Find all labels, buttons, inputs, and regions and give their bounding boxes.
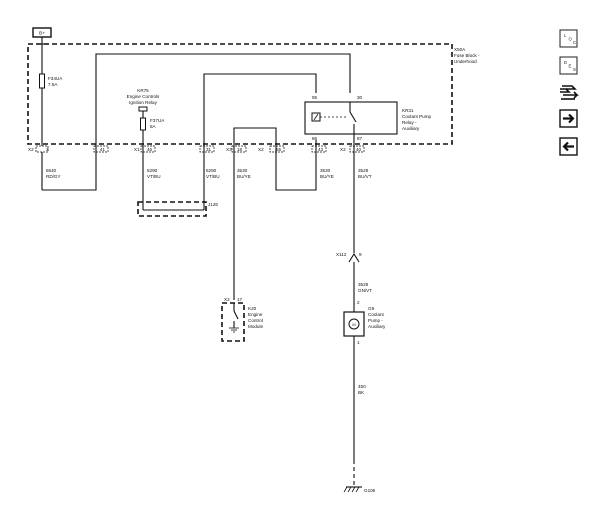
conn-c3: X1	[134, 147, 140, 152]
relay-kr75: KR75 Engine Controls Ignition Relay F37U…	[127, 88, 165, 131]
w2-color: VT/BU	[147, 174, 161, 179]
fuse-block-connectors: X2 3 41 X1 45 31 X3 18 X2 55 43 X2 40	[28, 145, 365, 153]
desc-letter-d: D	[564, 60, 567, 65]
splice-j126: J126	[137, 201, 218, 217]
kr31-line2: Relay -	[402, 120, 417, 125]
ecm-pin: 17	[237, 297, 243, 302]
ecm-switch	[233, 310, 239, 320]
power-label: B+	[39, 31, 45, 36]
power-source: B+	[32, 27, 52, 45]
ecm-line3: Module	[248, 324, 264, 329]
conn-c5: X3	[226, 147, 232, 152]
kr75-line2: Ignition Relay	[129, 100, 158, 105]
pump-line2: Pump -	[368, 318, 383, 323]
ground-label: G105	[364, 488, 376, 493]
conn-c7p: 43	[318, 147, 324, 152]
conn-c4p: 31	[206, 147, 212, 152]
w7-color: GN/VT	[358, 288, 372, 293]
w7-circuit: 3529	[358, 282, 369, 287]
w6-circuit: 3529	[358, 168, 369, 173]
relay-switch	[349, 111, 357, 123]
conn-c8: X2	[340, 147, 346, 152]
pump-pin-top: 2	[357, 300, 360, 305]
w1-circuit: 5540	[46, 168, 57, 173]
location-button[interactable]: L O C	[559, 29, 578, 48]
fuse-block-code: X50A	[454, 47, 466, 52]
conn-c6p: 55	[276, 147, 282, 152]
fuse2-rating: 5A	[150, 124, 157, 129]
w3-color: VT/BU	[206, 174, 220, 179]
pump-line1: Coolant	[368, 312, 385, 317]
ecm-line2: Control	[248, 318, 263, 323]
conn-c8p: 40	[356, 147, 362, 152]
kr31-pin85: 85	[312, 95, 318, 100]
wire-route-icon	[560, 85, 579, 100]
ecm-conn: X2	[224, 297, 230, 302]
fuse-block-label: X50A Fuse Block - Underhood	[454, 47, 480, 64]
x112-code: X112	[336, 252, 347, 257]
ecm-k20: X2 17 K20 Engine Control Module	[221, 297, 264, 342]
kr31-pin86: 86	[312, 136, 318, 141]
description-button[interactable]: D E S	[559, 56, 578, 75]
w3-circuit: 5290	[206, 168, 217, 173]
kr31-code: KR31	[402, 108, 414, 113]
ecm-line1: Engine	[248, 312, 263, 317]
w4-circuit: 3530	[237, 168, 248, 173]
pump-pin-bottom: 1	[357, 340, 360, 345]
arrow-left-icon	[562, 141, 574, 152]
motor-icon	[348, 318, 360, 330]
w4-color: BU/YE	[237, 174, 251, 179]
pump-g9: 2 M G9 Coolant Pump - Auxiliary 1	[343, 300, 386, 345]
inline-connector-x112: X112 9	[336, 252, 362, 263]
loc-letter-l: L	[564, 33, 567, 38]
fuse1-rating: 7.5A	[48, 82, 58, 87]
w8-circuit: 450	[358, 384, 366, 389]
kr31-pin87: 87	[357, 136, 363, 141]
conn-c2p: 41	[100, 147, 106, 152]
fuse-block-line2: Underhood	[454, 59, 477, 64]
w1-color: RD/GY	[46, 174, 61, 179]
fuse-block-line1: Fuse Block -	[454, 53, 480, 58]
kr75-line1: Engine Controls	[127, 94, 160, 99]
w2-circuit: 5290	[147, 168, 158, 173]
fuse-f34ua: F34UA 7.5A	[39, 44, 63, 190]
arrow-right-icon	[563, 113, 575, 124]
fuse-block-outline	[27, 43, 453, 145]
fuse2-code: F37UA	[150, 118, 165, 123]
w5-circuit: 3530	[320, 168, 331, 173]
motor-symbol: M	[352, 322, 355, 327]
ecm-code: K20	[248, 306, 257, 311]
next-arrow-button[interactable]	[559, 109, 578, 128]
fuse1-code: F34UA	[48, 76, 63, 81]
kr31-line1: Coolant Pump	[402, 114, 432, 119]
previous-arrow-button[interactable]	[559, 137, 578, 156]
pump-code: G9	[368, 306, 375, 311]
desc-letter-e: E	[569, 64, 572, 69]
ground-g105: G105	[343, 486, 376, 493]
desc-letter-s: S	[573, 67, 576, 72]
w6-color: BU/VT	[358, 174, 372, 179]
wire-route-button[interactable]	[560, 85, 579, 100]
x112-pin: 9	[359, 252, 362, 257]
loc-letter-o: O	[569, 37, 573, 42]
splice-label: J126	[208, 202, 218, 207]
conn-c1: X2	[28, 147, 34, 152]
w5-color: BU/YE	[320, 174, 334, 179]
wire-labels: 5540 RD/GY 5290 VT/BU 5290 VT/BU 3530 BU…	[46, 168, 372, 395]
kr75-code: KR75	[137, 88, 149, 93]
loc-letter-c: C	[573, 40, 576, 45]
conn-c6: X2	[258, 147, 264, 152]
conn-c1p: 3	[46, 147, 49, 152]
conn-c5p: 18	[237, 147, 243, 152]
kr31-line3: Auxiliary	[402, 126, 420, 131]
relay-kr31: 85 30 86 87 KR31 Coolant Pump Relay - Au…	[304, 95, 432, 141]
wire-paths	[42, 53, 355, 486]
pump-line3: Auxiliary	[368, 324, 386, 329]
kr31-pin30: 30	[357, 95, 363, 100]
w8-color: BK	[358, 390, 365, 395]
fuse-f37ua	[140, 117, 146, 131]
conn-c3p: 45	[147, 147, 153, 152]
